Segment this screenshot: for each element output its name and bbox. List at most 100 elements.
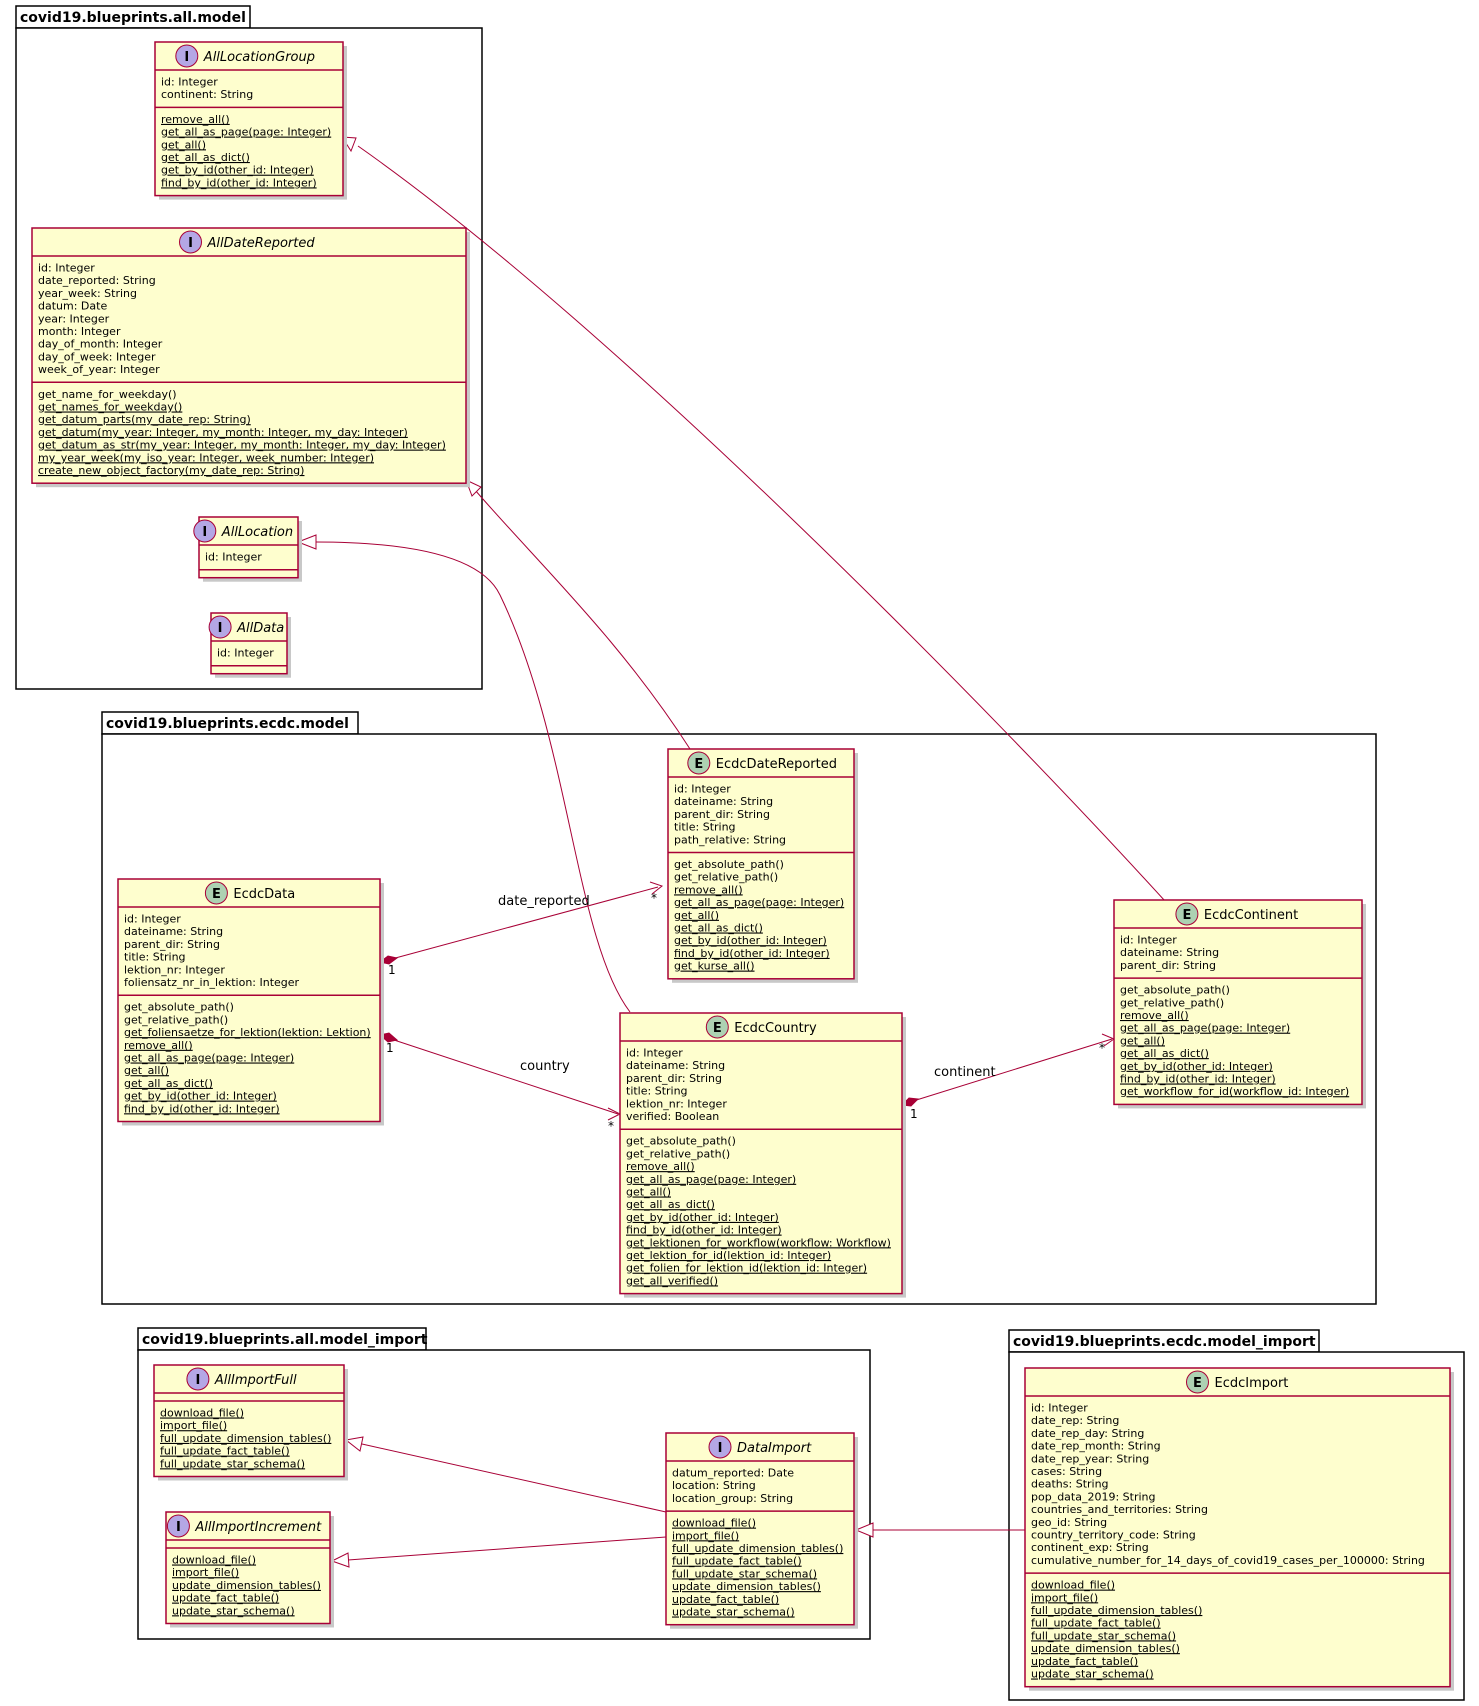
class-field: country_territory_code: String [1031,1529,1196,1542]
stereotype-letter: I [176,1520,181,1535]
class-method: get_all() [124,1064,169,1077]
multiplicity-label: * [608,1119,614,1133]
class-method: create_new_object_factory(my_date_rep: S… [38,464,304,477]
class-method: get_all_as_page(page: Integer) [674,896,844,909]
inheritance-line [361,1443,667,1513]
interface-icon [175,44,199,68]
class-field: path_relative: String [674,833,786,846]
class-method: get_by_id(other_id: Integer) [626,1211,779,1224]
class-box [154,41,344,197]
class-method: update_star_schema() [672,1606,795,1619]
entity-icon [705,1015,729,1039]
interface-icon [166,1514,190,1538]
class-method: get_foliensaetze_for_lektion(lektion: Le… [124,1026,371,1039]
class-method: update_dimension_tables() [172,1579,321,1592]
multiplicity-label: * [651,891,657,905]
inheritance-line [347,1536,667,1561]
class-method: get_all_as_dict() [161,151,250,164]
class-field: month: Integer [38,325,121,338]
inheritance-arrowhead [330,1552,350,1568]
class-box [667,748,855,980]
interface-icon [708,1435,732,1459]
class-method: get_relative_path() [124,1013,228,1026]
stereotype-letter: I [218,621,223,636]
class-field: pop_data_2019: String [1031,1490,1156,1503]
class-method: get_all() [161,138,206,151]
class-method: full_update_star_schema() [160,1457,305,1470]
class-field: location_group: String [672,1492,793,1505]
stereotype-letter: I [188,236,193,251]
class-field: id: Integer [626,1047,683,1060]
class-name: AllLocation [221,525,293,540]
relation-label: date_reported [498,894,590,909]
class-method: get_absolute_path() [1120,984,1230,997]
class-field: id: Integer [674,783,731,796]
class-box [153,1364,345,1478]
stereotype-letter: I [718,1441,723,1456]
class-name: AllData [236,621,284,636]
class-method: get_relative_path() [674,871,778,884]
class-method: get_by_id(other_id: Integer) [124,1090,277,1103]
class-field: id: Integer [124,913,181,926]
class-field: geo_id: String [1031,1516,1107,1529]
class-method: find_by_id(other_id: Integer) [1120,1073,1276,1086]
interface-icon [179,230,202,254]
class-field: lektion_nr: Integer [626,1097,727,1110]
inheritance-line [357,145,1166,902]
class-name: EcdcImport [1215,1376,1289,1391]
class-method: full_update_fact_table() [160,1445,290,1458]
class-method: update_star_schema() [172,1604,295,1617]
class-method: get_all_as_dict() [124,1077,213,1090]
class-method: import_file() [172,1566,239,1579]
class-method: get_kurse_all() [674,960,755,973]
class-field: continent_exp: String [1031,1541,1149,1554]
package-title: covid19.blueprints.ecdc.model [106,716,349,732]
class-name: EcdcCountry [734,1021,817,1036]
class-field: dateiname: String [124,925,223,938]
class-box [31,227,467,484]
class-method: get_all() [626,1186,671,1199]
class-method: get_workflow_for_id(workflow_id: Integer… [1120,1085,1349,1098]
class-field: datum_reported: Date [672,1467,794,1480]
class-field: year_week: String [38,287,137,300]
class-method: full_update_dimension_tables() [1031,1604,1202,1617]
class-method: download_file() [1031,1579,1115,1592]
class-method: get_all() [674,909,719,922]
class-method: full_update_dimension_tables() [160,1432,331,1445]
class-field: cases: String [1031,1465,1102,1478]
class-field: lektion_nr: Integer [124,963,225,976]
class-method: get_by_id(other_id: Integer) [674,934,827,947]
class-field: title: String [674,821,736,834]
inheritance-arrowhead [296,534,317,550]
class-name: AllImportFull [214,1373,297,1388]
class-name: DataImport [737,1441,812,1456]
class-field: week_of_year: Integer [38,363,160,376]
class-method: get_all() [1120,1034,1165,1047]
class-field: parent_dir: String [1120,959,1216,972]
class-field: year: Integer [38,312,110,325]
class-field: dateiname: String [1120,946,1219,959]
package-title: covid19.blueprints.ecdc.model_import [1013,1334,1316,1350]
class-field: dateiname: String [674,795,773,808]
interface-icon [208,615,232,639]
class-method: get_all_verified() [626,1274,718,1287]
class-method: full_update_fact_table() [672,1555,802,1568]
relation-label: continent [934,1065,996,1080]
entity-icon [204,881,228,905]
class-field: deaths: String [1031,1478,1109,1491]
class-method: update_dimension_tables() [1031,1642,1180,1655]
class-field: cumulative_number_for_14_days_of_covid19… [1031,1554,1425,1567]
class-method: get_name_for_weekday() [38,388,177,401]
inheritance-line [314,541,631,1013]
stereotype-letter: I [195,1373,200,1388]
class-field: id: Integer [161,76,218,89]
class-method: find_by_id(other_id: Integer) [161,176,317,189]
class-method: import_file() [1031,1591,1098,1604]
class-field: date_rep_day: String [1031,1427,1144,1440]
entity-icon [687,751,711,775]
